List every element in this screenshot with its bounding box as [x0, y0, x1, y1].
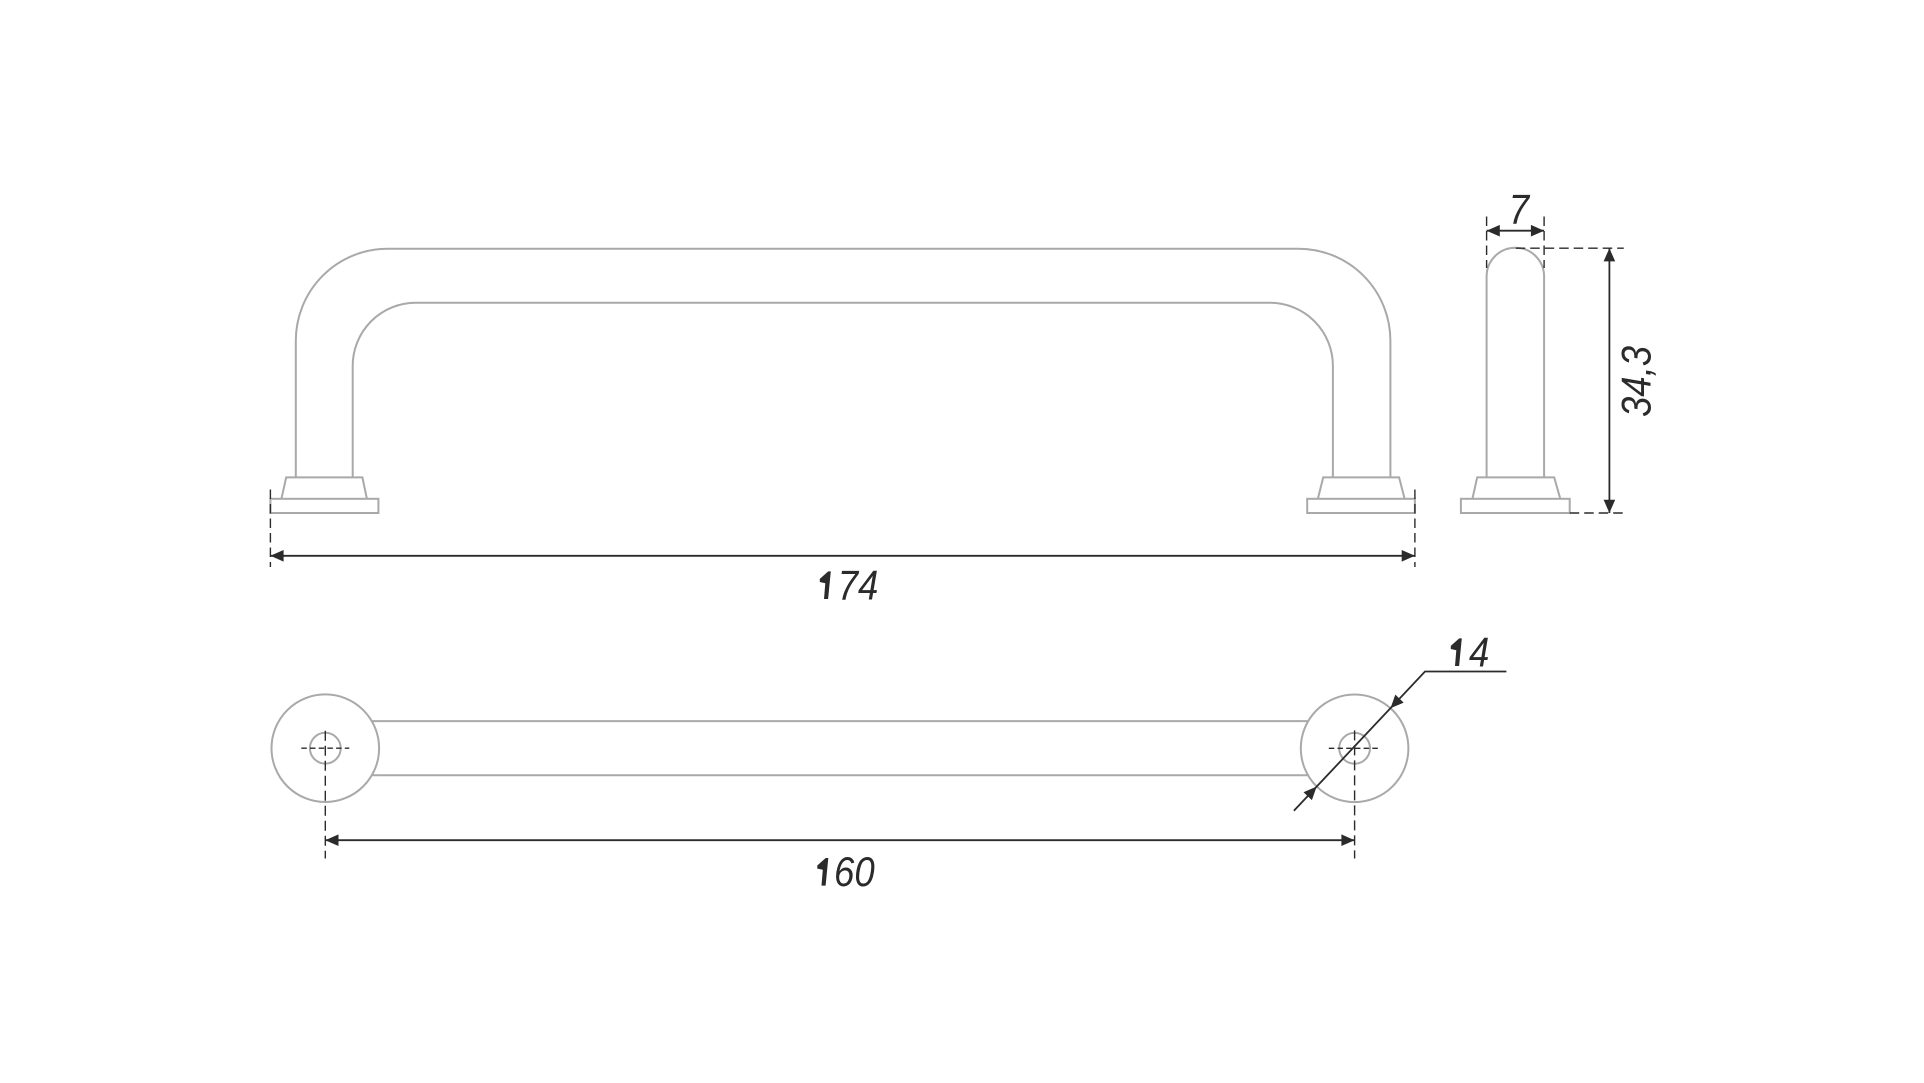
- svg-text:74: 74: [838, 562, 879, 609]
- svg-text:34,3: 34,3: [1613, 346, 1660, 417]
- svg-text:60: 60: [834, 849, 875, 896]
- svg-text:7: 7: [1509, 186, 1531, 233]
- svg-text:4: 4: [1469, 629, 1489, 676]
